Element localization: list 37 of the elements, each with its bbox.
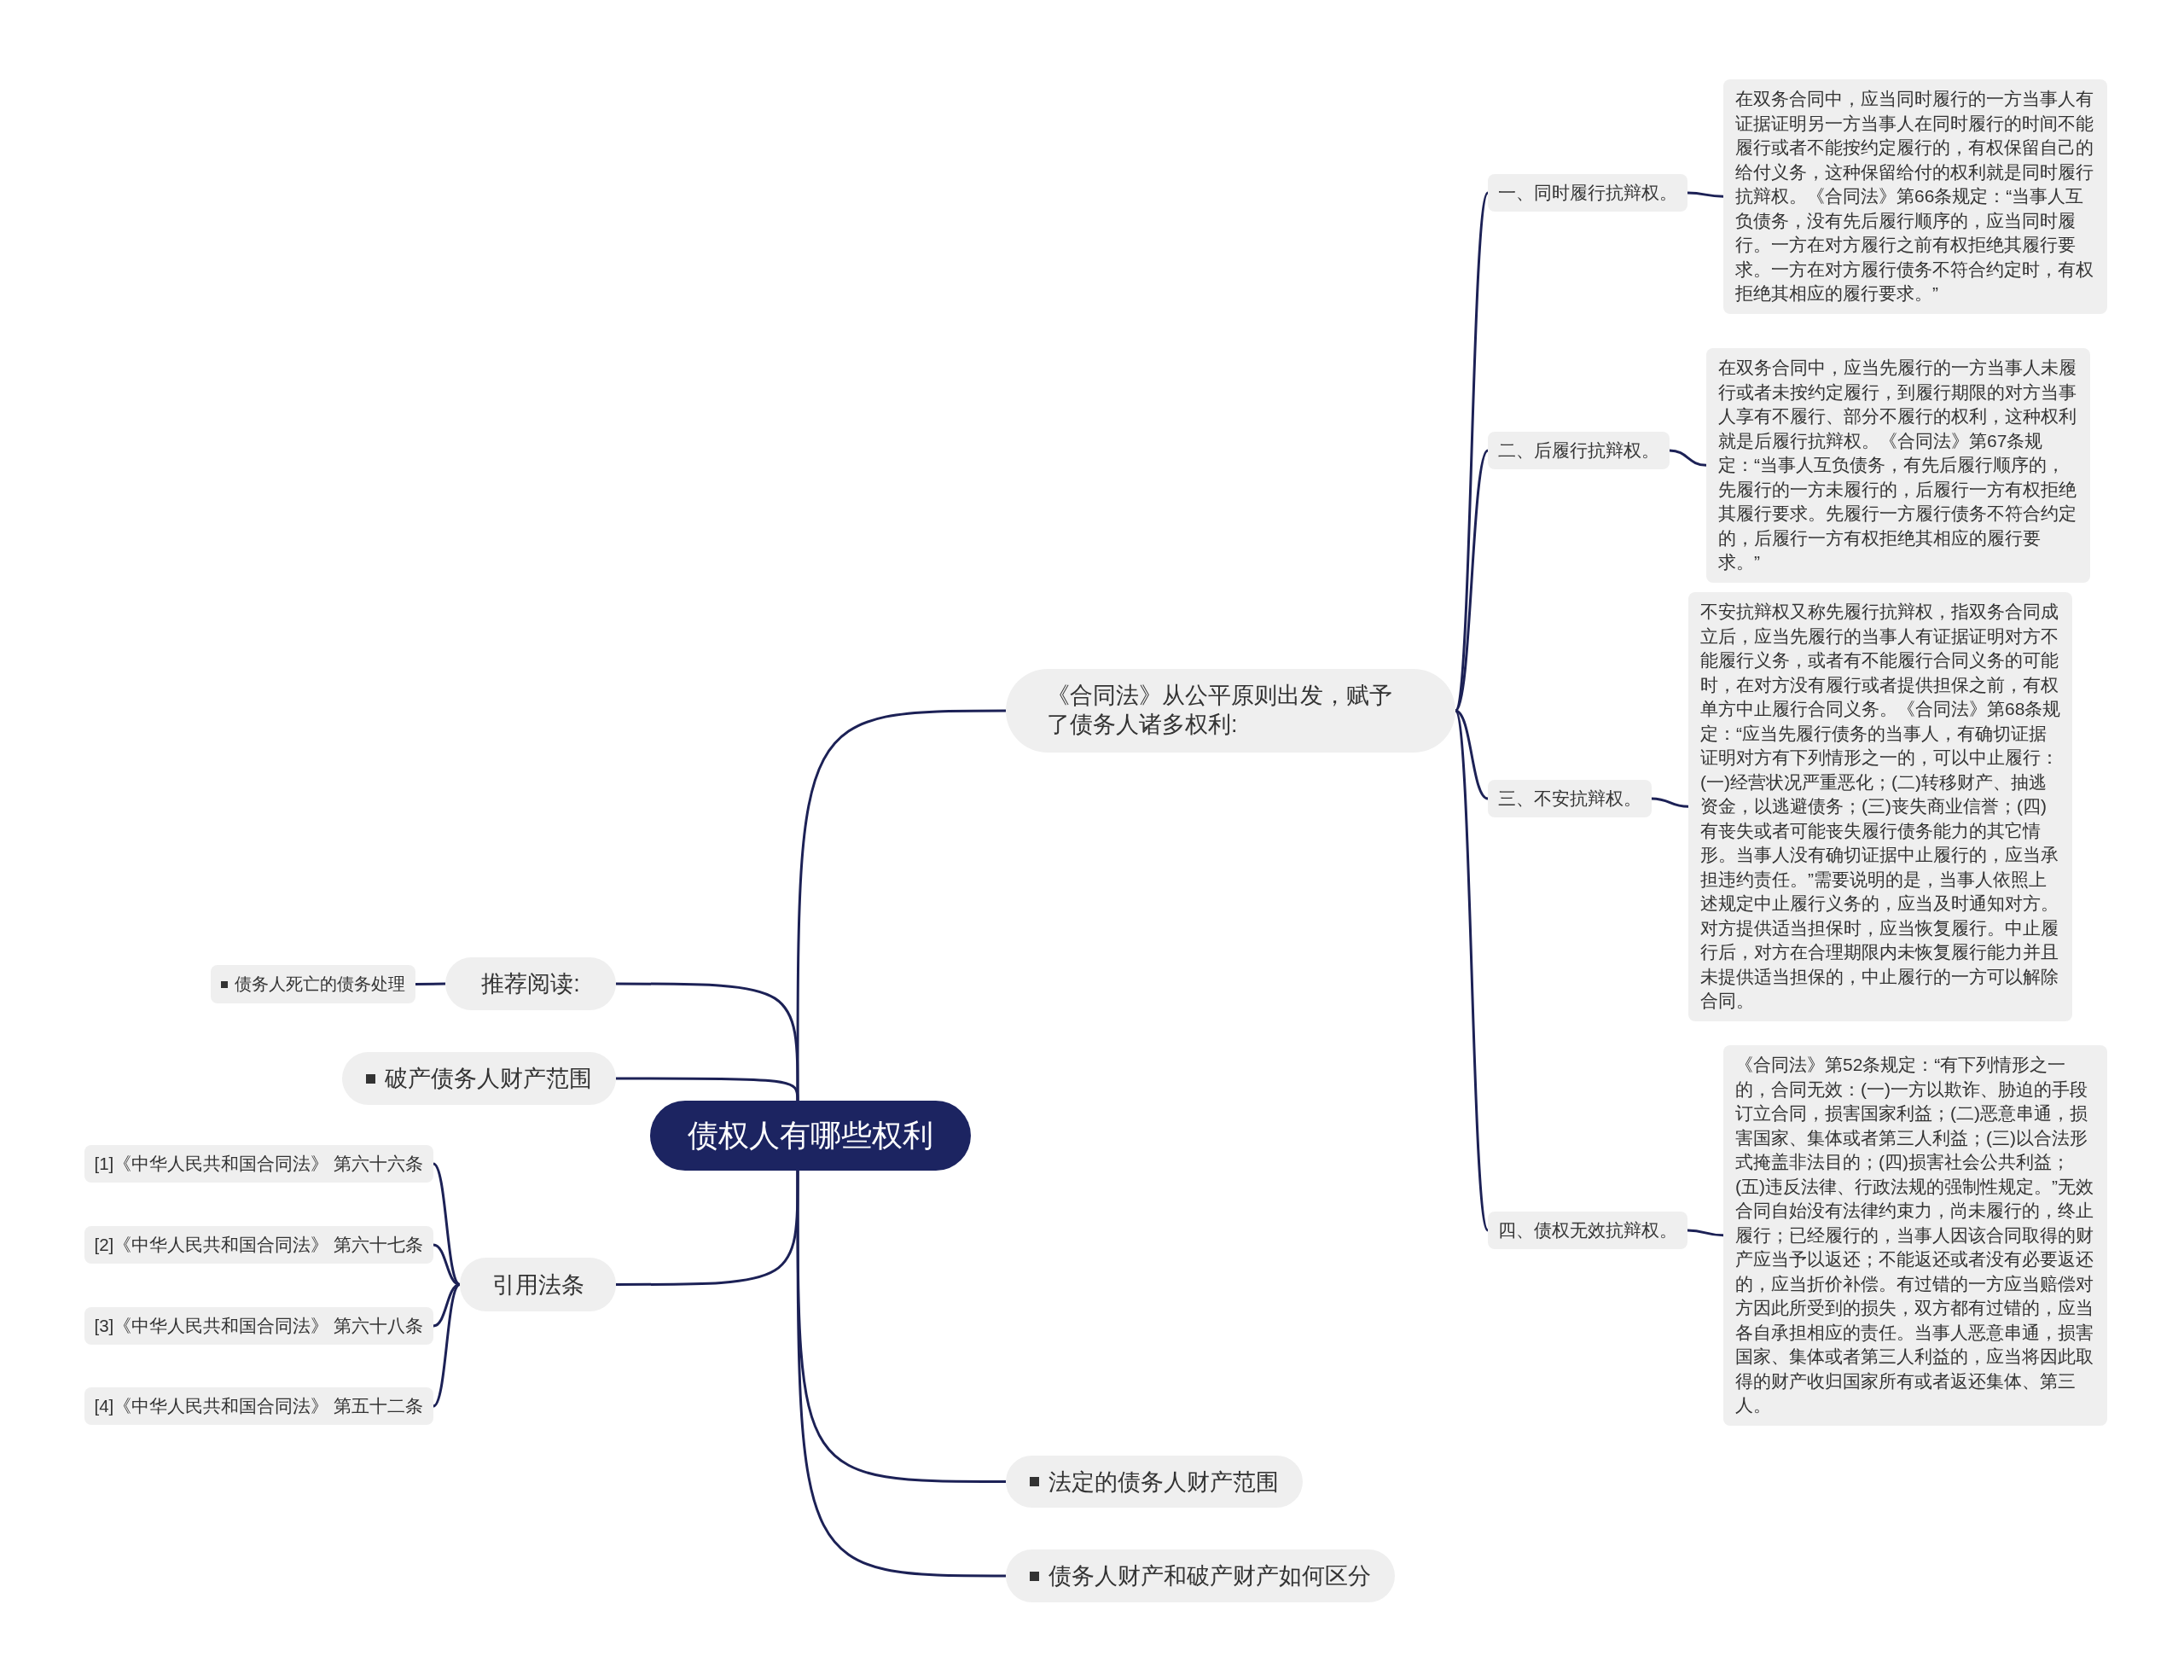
topic-label: 破产债务人财产范围 — [385, 1065, 592, 1093]
connector-line — [1454, 450, 1490, 712]
topic-box: 《合同法》从公平原则出发，赋予了债务人诸多权利: — [1006, 669, 1455, 753]
topic-label: 债务人死亡的债务处理 — [235, 974, 405, 995]
connector-line — [796, 1171, 1006, 1578]
connector-line — [616, 1171, 799, 1286]
subtopic-box: 三、不安抗辩权。 — [1488, 780, 1652, 817]
connector-line — [433, 1283, 461, 1408]
note-box: 在双务合同中，应当同时履行的一方当事人有证据证明另一方当事人在同时履行的时间不能履行或者不能按约定履行的，有权保留自己的给付义务，这种保留给付的权利就是同时履行抗辩权。《合同法》第66条规定：“当事人互负债务，没有先后履行顺序的，应当同时履行。一方在对方履行之前有权拒绝其履行要求。一方在对方履行债务不符合约定时，有权拒绝其相应的履行要求。” — [1723, 79, 2107, 314]
connector-line — [796, 709, 1006, 1101]
connector-line — [616, 1077, 799, 1102]
connector-line — [1455, 709, 1489, 800]
subtopic-box — [211, 965, 415, 1003]
topic-label: 债务人财产和破产财产如何区分 — [1048, 1562, 1371, 1590]
subtopic-box: 四、债权无效抗辩权。 — [1488, 1212, 1687, 1249]
note-box: 不安抗辩权又称先履行抗辩权，指双务合同成立后，应当先履行的当事人有证据证明对方不能履行义务，或者有不能履行合同义务的可能时，在对方没有履行或者提供担保之前，有权单方中止履行合同义务。《合同法》第68条规定：“应当先履行债务的当事人，有确切证据证明对方有下列情形之一的，可以中止履行：(一)经营状况严重恶化；(二)转移财产、抽逃资金，以逃避债务；(三)丧失商业信誉；(四)有丧失或者可能丧失履行债务能力的其它情形。当事人没有确切证据中止履行的，应当承担违约责任。”需要说明的是，当事人依照上述规定中止履行义务的，应当及时通知对方。对方提供适当担保时，应当恢复履行。中止履行后，对方在合理期限内未恢复履行能力并且未提供适当担保的，中止履行的一方可以解除合同。 — [1688, 592, 2072, 1021]
subtopic-box: [3]《中华人民共和国合同法》 第六十八条 — [84, 1307, 433, 1345]
topic-box: 推荐阅读: — [445, 957, 616, 1010]
connector-line — [433, 1162, 461, 1286]
connector-line — [1687, 191, 1724, 198]
connector-line — [1669, 449, 1707, 467]
subtopic-box: [4]《中华人民共和国合同法》 第五十二条 — [84, 1387, 433, 1425]
connector-line — [433, 1283, 461, 1328]
connector-line — [1651, 797, 1689, 808]
subtopic-box: [1]《中华人民共和国合同法》 第六十六条 — [84, 1145, 433, 1183]
subtopic-box: 一、同时履行抗辩权。 — [1488, 174, 1687, 212]
note-box: 在双务合同中，应当先履行的一方当事人未履行或者未按约定履行，到履行期限的对方当事人享有不履行、部分不履行的权利，这种权利就是后履行抗辩权。《合同法》第67条规定：“当事人互负债务，有先后履行顺序的，先履行的一方未履行的，后履行一方有权拒绝其履行要求。先履行一方履行债务不符合约定的，后履行一方有权拒绝其相应的履行要求。” — [1706, 348, 2090, 583]
subtopic-box: [2]《中华人民共和国合同法》 第六十七条 — [84, 1226, 433, 1264]
connector-line — [1687, 1229, 1724, 1237]
topic-box: 引用法条 — [460, 1258, 616, 1311]
connector-line — [433, 1243, 461, 1286]
note-box: 《合同法》第52条规定：“有下列情形之一的，合同无效：(一)一方以欺诈、胁迫的手段订立合同，损害国家利益；(二)恶意串通，损害国家、集体或者第三人利益；(三)以合法形式掩盖非法目的；(四)损害社会公共利益；(五)违反法律、行政法规的强制性规定。”无效合同自始没有法律约束力，尚未履行的，终止履行；已经履行的，当事人因该合同取得的财产应当予以返还；不能返还或者没有必要返还的，应当折价补偿。有过错的一方应当赔偿对方因此所受到的损失，双方都有过错的，应当各自承担相应的责任。当事人恶意串通，损害国家、集体或者第三人利益的，应当将因此取得的财产收归国家所有或者返还集体、第三人。 — [1723, 1045, 2107, 1426]
connector-line — [415, 982, 446, 985]
connector-line — [1454, 710, 1490, 1231]
topic-label: 法定的债务人财产范围 — [1048, 1468, 1279, 1497]
subtopic-box: 二、后履行抗辩权。 — [1488, 432, 1670, 469]
central-topic: 债权人有哪些权利 — [650, 1101, 971, 1171]
